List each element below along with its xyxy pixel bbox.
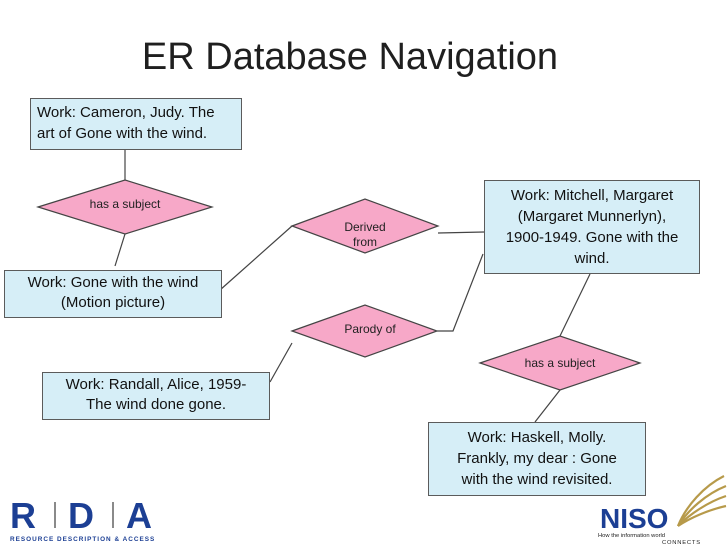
relationship-diamond-derived-from	[290, 198, 440, 254]
rda-letter: A	[126, 496, 152, 536]
label-line: Derived	[344, 220, 386, 234]
relationship-label-derived-from: Derived from	[335, 220, 395, 250]
niso-logo: NISO How the information world CONNECTS	[598, 475, 727, 546]
work-line: Work: Mitchell, Margaret	[510, 187, 674, 204]
connector-line	[219, 225, 293, 291]
connector-line	[437, 231, 485, 234]
rda-divider	[54, 502, 56, 528]
work-line: (Motion picture)	[60, 294, 166, 311]
work-box-gone-with-the-wind-motion-picture: Work: Gone with the wind (Motion picture…	[4, 270, 222, 318]
work-line: Work: Gone with the wind	[27, 274, 199, 291]
connector-line	[269, 342, 293, 383]
relationship-label-has-subject: has a subject	[89, 197, 161, 211]
niso-wordmark: NISO	[600, 503, 668, 534]
work-line: art of Gone with the wind.	[37, 125, 208, 142]
relationship-diamond-has-subject-2	[478, 335, 642, 391]
rda-divider	[112, 502, 114, 528]
connector-line	[559, 273, 591, 337]
work-line: Work: Cameron, Judy. The	[37, 104, 215, 121]
work-line: with the wind revisited.	[461, 471, 613, 488]
work-box-haskell: Work: Haskell, Molly. Frankly, my dear :…	[428, 422, 646, 496]
work-line: wind.	[574, 250, 610, 267]
label-line: from	[353, 235, 377, 249]
relationship-diamond-parody-of	[290, 304, 439, 358]
connector-line	[534, 389, 561, 423]
page-title: ER Database Navigation	[141, 36, 559, 78]
connector-line	[437, 253, 484, 332]
connector-line	[114, 233, 126, 267]
work-line: Work: Randall, Alice, 1959-	[65, 376, 247, 393]
niso-swoosh-icon	[676, 475, 727, 527]
rda-letter: R	[10, 496, 36, 536]
niso-tagline: How the information world	[598, 533, 665, 539]
work-line: Frankly, my dear : Gone	[457, 450, 617, 467]
work-line: The wind done gone.	[85, 396, 227, 413]
work-line: 1900-1949. Gone with the	[505, 229, 679, 246]
rda-logo: R D A RESOURCE DESCRIPTION & ACCESS	[10, 496, 155, 543]
relationship-label-has-subject-2: has a subject	[524, 356, 596, 370]
work-box-mitchell: Work: Mitchell, Margaret (Margaret Munne…	[484, 180, 700, 274]
work-box-randall: Work: Randall, Alice, 1959- The wind don…	[42, 372, 270, 420]
work-line: Work: Haskell, Molly.	[467, 429, 607, 446]
niso-tagline: CONNECTS	[662, 540, 701, 546]
rda-letter: D	[68, 496, 94, 536]
work-box-cameron: Work: Cameron, Judy. The art of Gone wit…	[30, 98, 242, 150]
rda-tagline: RESOURCE DESCRIPTION & ACCESS	[10, 536, 155, 543]
work-line: (Margaret Munnerlyn),	[517, 208, 667, 225]
relationship-label-parody-of: Parody of	[344, 322, 396, 336]
relationship-diamond-has-subject	[35, 179, 215, 235]
